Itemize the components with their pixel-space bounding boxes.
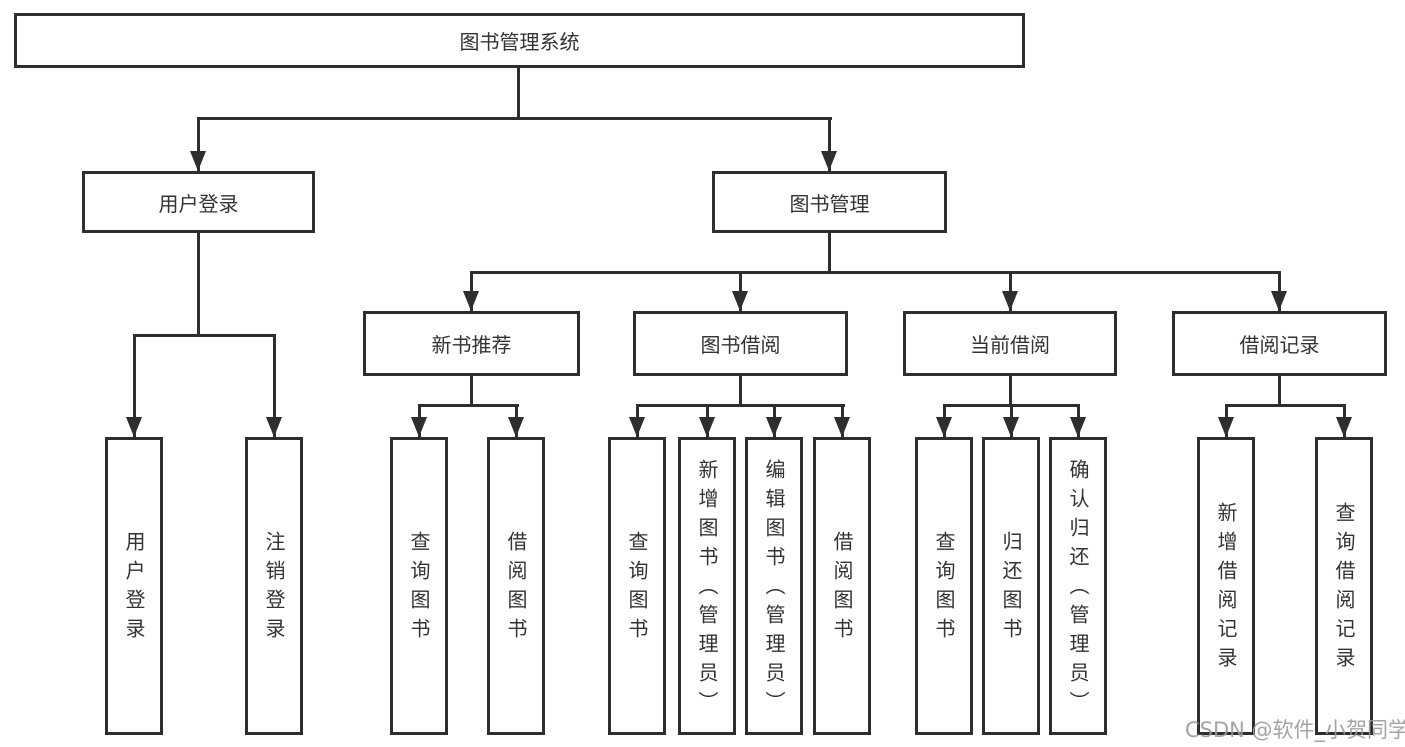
leaf-add-book-admin-label: 新增图书（管理员） [695,458,719,720]
arrow-down-icon [508,417,524,437]
leaf-query-books-recommend-label: 查询图书 [407,531,431,647]
arrow-down-icon [1070,417,1086,437]
leaf-query-books-recommend: 查询图书 [390,437,448,735]
arrow-down-icon [190,151,206,171]
node-borrowing-records: 借阅记录 [1172,311,1387,376]
leaf-add-borrow-record: 新增借阅记录 [1197,437,1255,735]
leaf-borrow-books-borrowing-label: 借阅图书 [830,531,854,647]
node-current-borrowing-label: 当前借阅 [970,333,1050,357]
node-book-borrowing: 图书借阅 [633,311,848,376]
connector-records-down [1278,376,1281,407]
leaf-logout-label: 注销登录 [262,531,286,647]
leaf-return-book-label: 归还图书 [999,531,1023,647]
leaf-query-books-current-label: 查询图书 [932,531,956,647]
arrow-down-icon [834,417,850,437]
connector-recommend-hbar [418,404,519,407]
node-book-borrowing-label: 图书借阅 [700,333,781,357]
leaf-add-borrow-record-label: 新增借阅记录 [1214,502,1238,676]
arrow-down-icon [821,151,837,171]
leaf-borrow-books-borrowing: 借阅图书 [813,437,871,735]
connector-current-down [1009,376,1012,407]
leaf-query-borrow-record-label: 查询借阅记录 [1332,502,1356,676]
arrow-down-icon [266,417,282,437]
connector-book-management-down [828,233,831,274]
connector-stub-book-management [828,117,831,171]
connector-recommend-down [470,376,473,407]
leaf-edit-book-admin: 编辑图书（管理员） [745,437,803,735]
leaf-borrow-books-recommend-label: 借阅图书 [504,531,528,647]
leaf-confirm-return-admin-label: 确认归还（管理员） [1066,458,1090,720]
node-user-login-label: 用户登录 [158,191,239,216]
node-current-borrowing: 当前借阅 [903,311,1117,376]
arrow-down-icon [766,417,782,437]
leaf-confirm-return-admin: 确认归还（管理员） [1049,437,1107,735]
csdn-watermark: CSDN @软件_小贺同学 [1185,718,1405,742]
node-new-book-recommend-label: 新书推荐 [431,333,512,357]
connector-stub-leaf [133,334,136,437]
node-book-management-label: 图书管理 [789,191,870,216]
node-borrowing-records-label: 借阅记录 [1239,333,1320,357]
leaf-query-books-current: 查询图书 [915,437,973,735]
connector-stub-user-login [197,117,200,171]
arrow-down-icon [126,417,142,437]
arrow-down-icon [1002,291,1018,311]
connector-records-hbar [1225,404,1346,407]
connector-borrowing-hbar [636,404,845,407]
arrow-down-icon [463,291,479,311]
leaf-add-book-admin: 新增图书（管理员） [678,437,736,735]
arrow-down-icon [732,291,748,311]
connector-borrowing-down [739,376,742,407]
leaf-query-borrow-record: 查询借阅记录 [1315,437,1373,735]
connector-stub-leaf [273,334,276,437]
arrow-down-icon [699,417,715,437]
node-new-book-recommend: 新书推荐 [363,311,580,376]
connector-root-hbar [197,117,832,120]
arrow-down-icon [629,417,645,437]
leaf-query-books-borrowing-label: 查询图书 [625,531,649,647]
connector-user-login-down [197,233,200,337]
connector-user-login-hbar [133,334,276,337]
leaf-user-login: 用户登录 [105,437,163,735]
arrow-down-icon [1271,291,1287,311]
arrow-down-icon [1336,417,1352,437]
arrow-down-icon [936,417,952,437]
arrow-down-icon [1003,417,1019,437]
arrow-down-icon [411,417,427,437]
connector-root-down [517,68,520,118]
leaf-logout: 注销登录 [245,437,303,735]
node-user-login: 用户登录 [82,171,315,233]
node-root-label: 图书管理系统 [459,30,580,54]
leaf-query-books-borrowing: 查询图书 [608,437,666,735]
leaf-user-login-label: 用户登录 [122,531,146,647]
leaf-borrow-books-recommend: 借阅图书 [487,437,545,735]
node-root: 图书管理系统 [14,13,1025,68]
arrow-down-icon [1218,417,1234,437]
leaf-edit-book-admin-label: 编辑图书（管理员） [762,458,786,720]
leaf-return-book: 归还图书 [982,437,1040,735]
node-book-management: 图书管理 [712,171,947,233]
connector-book-management-hbar [470,271,1281,274]
